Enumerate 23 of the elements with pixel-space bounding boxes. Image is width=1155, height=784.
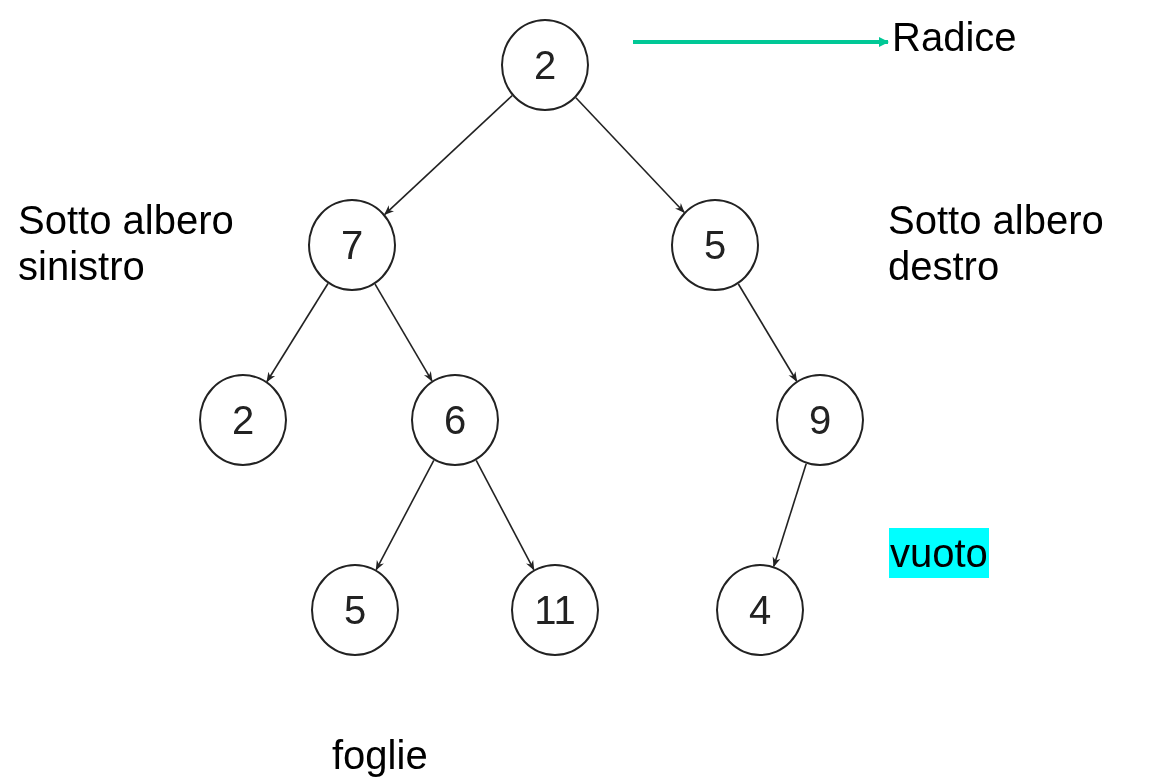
arrow — [772, 462, 807, 568]
tree-node-circle: 2 — [501, 19, 589, 111]
arrow — [374, 283, 433, 382]
tree-node-circle: 7 — [308, 199, 396, 291]
arrow — [633, 37, 889, 47]
root-label: Radice — [892, 15, 1017, 60]
tree-node-circle: 5 — [671, 199, 759, 291]
annotation-label: foglie — [332, 732, 428, 778]
tree-node-circle: 6 — [411, 374, 499, 466]
arrow — [384, 94, 513, 216]
tree-node-circle: 2 — [199, 374, 287, 466]
tree-node-circle: 9 — [776, 374, 864, 466]
arrow — [475, 459, 535, 571]
arrow — [266, 282, 329, 383]
annotation-label: Sotto albero destro — [888, 197, 1105, 289]
annotation-label: Sotto albero sinistro — [18, 197, 235, 289]
arrow — [575, 96, 685, 214]
arrow — [737, 283, 798, 382]
highlighted-label: vuoto — [889, 528, 989, 578]
tree-node-circle: 4 — [716, 564, 804, 656]
arrow — [375, 459, 435, 571]
tree-node-circle: 11 — [511, 564, 599, 656]
tree-node-circle: 5 — [311, 564, 399, 656]
